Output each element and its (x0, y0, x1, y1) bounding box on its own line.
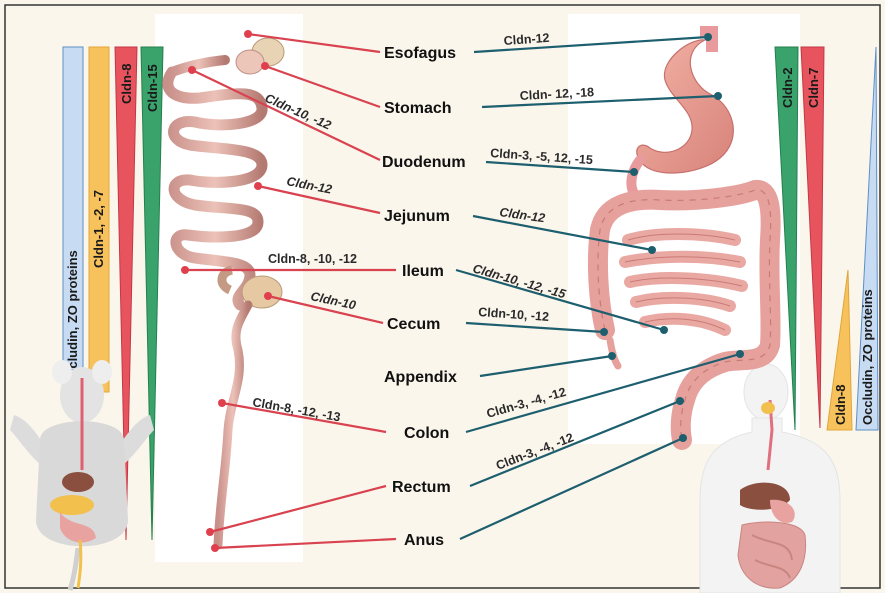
mouse-bar-cldn1-label: Cldn-1, -2, -7 (91, 190, 106, 268)
organ-label-jejunum: Jejunum (384, 208, 450, 225)
mouse-bar-cldn8-label: Cldn-8 (119, 64, 134, 104)
organ-label-anus: Anus (404, 532, 444, 549)
organ-label-rectum: Rectum (392, 479, 451, 496)
organ-label-appendix: Appendix (384, 369, 457, 386)
organ-label-cecum: Cecum (387, 316, 440, 333)
human-bar-cldn7-label: Cldn-7 (806, 68, 821, 108)
human-bar-cldn8-label: Cldn-8 (833, 385, 848, 425)
organ-label-ileum: Ileum (402, 263, 444, 280)
organ-label-duodenum: Duodenum (382, 154, 466, 171)
organ-label-stomach: Stomach (384, 100, 452, 117)
organ-label-esofagus: Esofagus (384, 45, 456, 62)
human-bar-occludin-label: Occludin, ZO proteins (860, 289, 875, 425)
organ-label-colon: Colon (404, 425, 449, 442)
human-bar-cldn2-label: Cldn-2 (780, 68, 795, 108)
mouse-cldn-ileum: Cldn-8, -10, -12 (268, 252, 357, 266)
mouse-bar-cldn15-label: Cldn-15 (145, 64, 160, 112)
